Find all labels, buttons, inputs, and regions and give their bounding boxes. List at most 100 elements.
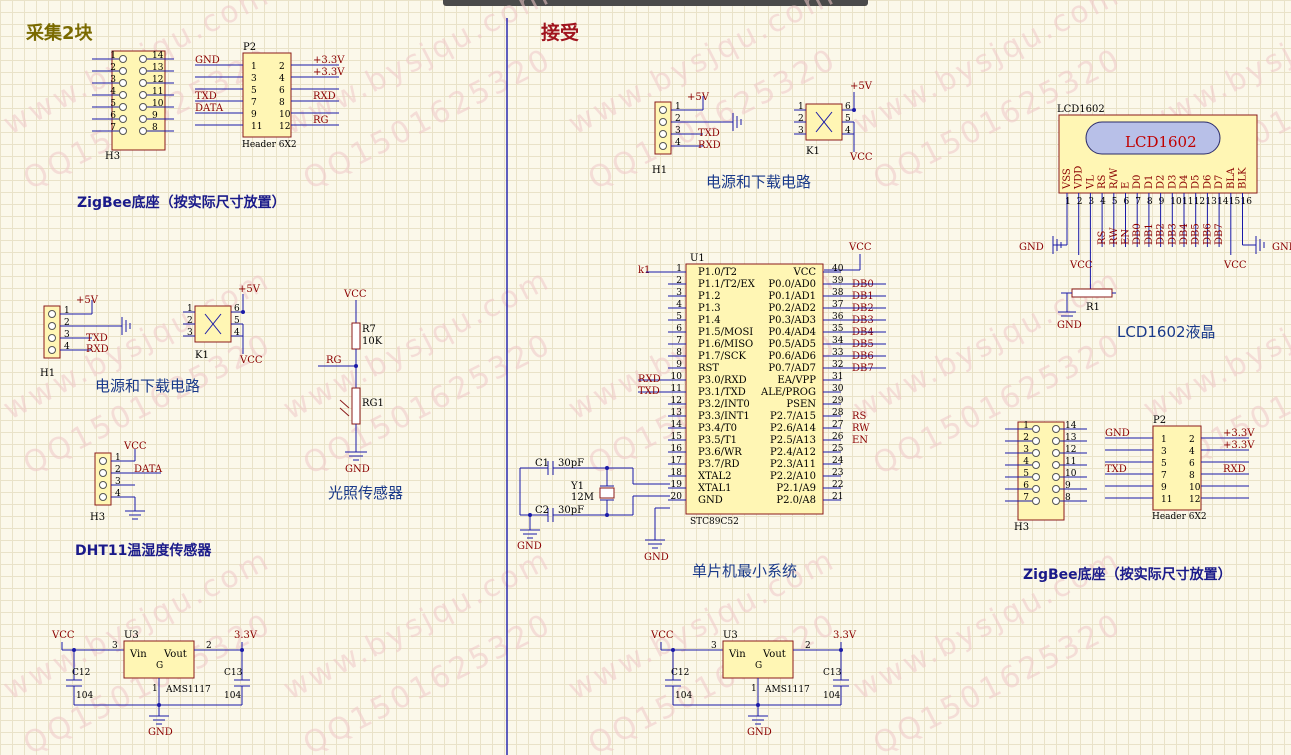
lcd-pin-name: R/W — [1109, 167, 1120, 189]
pin-number: 3 — [798, 126, 804, 136]
net-3v3-reg: 3.3V — [234, 630, 258, 641]
pin-number: 9 — [676, 360, 682, 370]
c12-designator: C12 — [671, 668, 689, 678]
net-5v-h1-right: +5V — [687, 92, 710, 103]
pin-number: 7 — [110, 123, 116, 133]
mcu-pin-right: ALE/PROG — [760, 387, 816, 398]
pin-number: 26 — [832, 432, 844, 442]
net-label: +3.3V — [1223, 440, 1255, 451]
pin-number: 16 — [1241, 197, 1253, 207]
scroll-handle[interactable] — [443, 0, 868, 6]
pin-number: 8 — [1189, 471, 1195, 481]
pin-number: 20 — [671, 492, 683, 502]
net-label: +3.3V — [1223, 428, 1255, 439]
c2-designator: C2 — [535, 505, 549, 516]
net-gnd-light: GND — [345, 464, 370, 475]
pin-number: 1 — [751, 684, 757, 694]
pin-vout: Vout — [762, 649, 786, 660]
pin-number: 10 — [1189, 483, 1201, 493]
lcd1602-module[interactable]: LCD1602 LCD1602 1VSS2VDD3VL4RSRS5R/WRW6E… — [1019, 104, 1291, 331]
lcd-screen-text: LCD1602 — [1125, 133, 1197, 151]
u3-designator: U3 — [723, 630, 738, 641]
pin-number: 3 — [115, 477, 121, 487]
mcu-pin-right: VCC — [792, 267, 816, 278]
mcu-pin-left: P3.6/WR — [698, 447, 742, 458]
pin-number: 13 — [671, 408, 683, 418]
pin-number: 7 — [676, 336, 682, 346]
pin-number: 22 — [832, 480, 843, 490]
pin-number: 11 — [1161, 495, 1172, 505]
lcd-pin-name: D1 — [1144, 175, 1155, 189]
mcu-pin-right: P2.1/A9 — [776, 483, 816, 494]
pin-number: 13 — [152, 63, 164, 73]
cap-value: 104 — [823, 691, 840, 701]
r7-value: 10K — [362, 336, 383, 347]
mcu-pin-right: P0.1/AD1 — [768, 291, 816, 302]
pin-number: 11 — [671, 384, 682, 394]
lcd-pin-name: E — [1121, 182, 1132, 189]
pin-number: 9 — [1065, 481, 1071, 491]
pin-number: 15 — [671, 432, 683, 442]
net-5v-h1-left: +5V — [76, 295, 99, 306]
caption-mcu: 单片机最小系统 — [692, 562, 797, 580]
pin-number: 6 — [676, 324, 682, 334]
caption-power-left: 电源和下载电路 — [95, 377, 200, 395]
c12-designator: C12 — [72, 668, 90, 678]
pin-number: 36 — [832, 312, 844, 322]
lcd-pin-name: VL — [1085, 175, 1096, 190]
pin-number: 5 — [1112, 197, 1118, 207]
h1-designator-left: H1 — [40, 368, 55, 379]
pin-number: 11 — [1065, 457, 1076, 467]
pin-number: 27 — [832, 420, 844, 430]
net-label: RG — [313, 115, 329, 126]
lcd-net-label: EN — [1121, 229, 1132, 245]
pin-number: 14 — [152, 51, 164, 61]
cap-value: 104 — [224, 691, 241, 701]
pin-number: 3 — [676, 288, 682, 298]
net-rxd-h1-right: RXD — [698, 140, 721, 151]
net-gnd-mcu: GND — [644, 552, 669, 563]
pin-vin: Vin — [728, 649, 746, 660]
pin-number: 1 — [1065, 197, 1071, 207]
net-label: +3.3V — [313, 67, 345, 78]
net-label: RW — [852, 423, 870, 434]
net-label: RXD — [313, 91, 336, 102]
pin-number: 8 — [152, 123, 158, 133]
crystal-oscillator[interactable]: GND C1 30pF C2 30pF Y1 12M GND — [517, 458, 670, 563]
pin-number: 2 — [1023, 433, 1029, 443]
mcu-pin-left: XTAL1 — [698, 483, 731, 494]
pin-number: 5 — [1161, 459, 1167, 469]
caption-zigbee-left: ZigBee底座（按实际尺寸放置） — [77, 194, 286, 211]
light-sensor-circuit[interactable]: VCC R7 10K RG RG1 GND — [318, 289, 384, 475]
pin-number: 7 — [1135, 197, 1141, 207]
pin-g: G — [755, 661, 762, 671]
lcd-pin-name: RS — [1097, 174, 1108, 189]
pin-number: 7 — [1023, 493, 1029, 503]
pin-number: 17 — [671, 456, 683, 466]
pin-number: 38 — [832, 288, 844, 298]
net-label: DATA — [195, 103, 224, 114]
pin-number: 5 — [234, 316, 240, 326]
net-gnd-lcd-left: GND — [1019, 242, 1044, 253]
pin-number: 2 — [206, 641, 212, 651]
pin-number: 4 — [110, 87, 116, 97]
pin-number: 9 — [1161, 483, 1167, 493]
lcd-net-label: DB6 — [1202, 223, 1213, 245]
net-gnd-reg: GND — [747, 727, 772, 738]
pin-number: 30 — [832, 384, 844, 394]
pin-number: 6 — [845, 102, 851, 112]
net-label: RS — [852, 411, 867, 422]
